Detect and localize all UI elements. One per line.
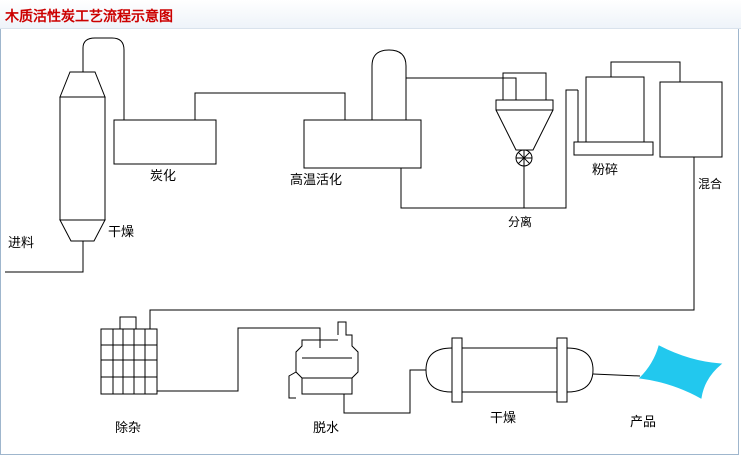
crusher-unit (573, 76, 654, 156)
horizontal-dryer (425, 337, 594, 403)
label-separation: 分离 (508, 214, 532, 229)
rotary-valve-icon (515, 149, 533, 167)
label-feed: 进料 (8, 236, 34, 251)
label-dryer-top: 干燥 (108, 225, 134, 240)
product-icon (638, 345, 723, 399)
dryer-column (59, 71, 106, 242)
mixer-unit (659, 81, 723, 158)
cyclone-separator (495, 72, 554, 208)
label-high-temp-activation: 高温活化 (290, 172, 342, 188)
dewatering-to-dryer-pipe (343, 369, 426, 414)
high-temp-activation-unit (303, 119, 422, 169)
label-product: 产品 (630, 415, 656, 430)
page-title: 木质活性炭工艺流程示意图 (5, 9, 173, 25)
carbonization-to-activation-pipe (194, 92, 346, 120)
label-dryer-bottom: 干燥 (490, 411, 516, 426)
mixer-to-impurity-pipe (149, 157, 695, 329)
dewatering-unit (288, 321, 359, 399)
label-dewatering: 脱水 (313, 421, 339, 436)
dryer-to-product-line (592, 373, 641, 377)
diagram-frame (0, 29, 739, 455)
impurity-to-dewatering-pipe (157, 327, 321, 392)
feed-line (5, 241, 84, 273)
carbonization-unit (113, 119, 217, 165)
label-mixing: 混合 (698, 176, 722, 191)
activation-dome (371, 49, 407, 120)
activation-to-separation-pipe (400, 89, 578, 209)
dryer-to-carbonization-pipe (82, 37, 125, 120)
impurity-removal-unit (100, 316, 158, 395)
dome-to-cyclone-pipe (406, 77, 517, 100)
label-impurity-removal: 除杂 (115, 421, 141, 436)
label-crushing: 粉碎 (592, 163, 618, 178)
label-carbonization: 炭化 (150, 169, 176, 184)
title-bar: 木质活性炭工艺流程示意图 (0, 0, 741, 29)
crusher-to-mixer-pipe (610, 61, 681, 82)
